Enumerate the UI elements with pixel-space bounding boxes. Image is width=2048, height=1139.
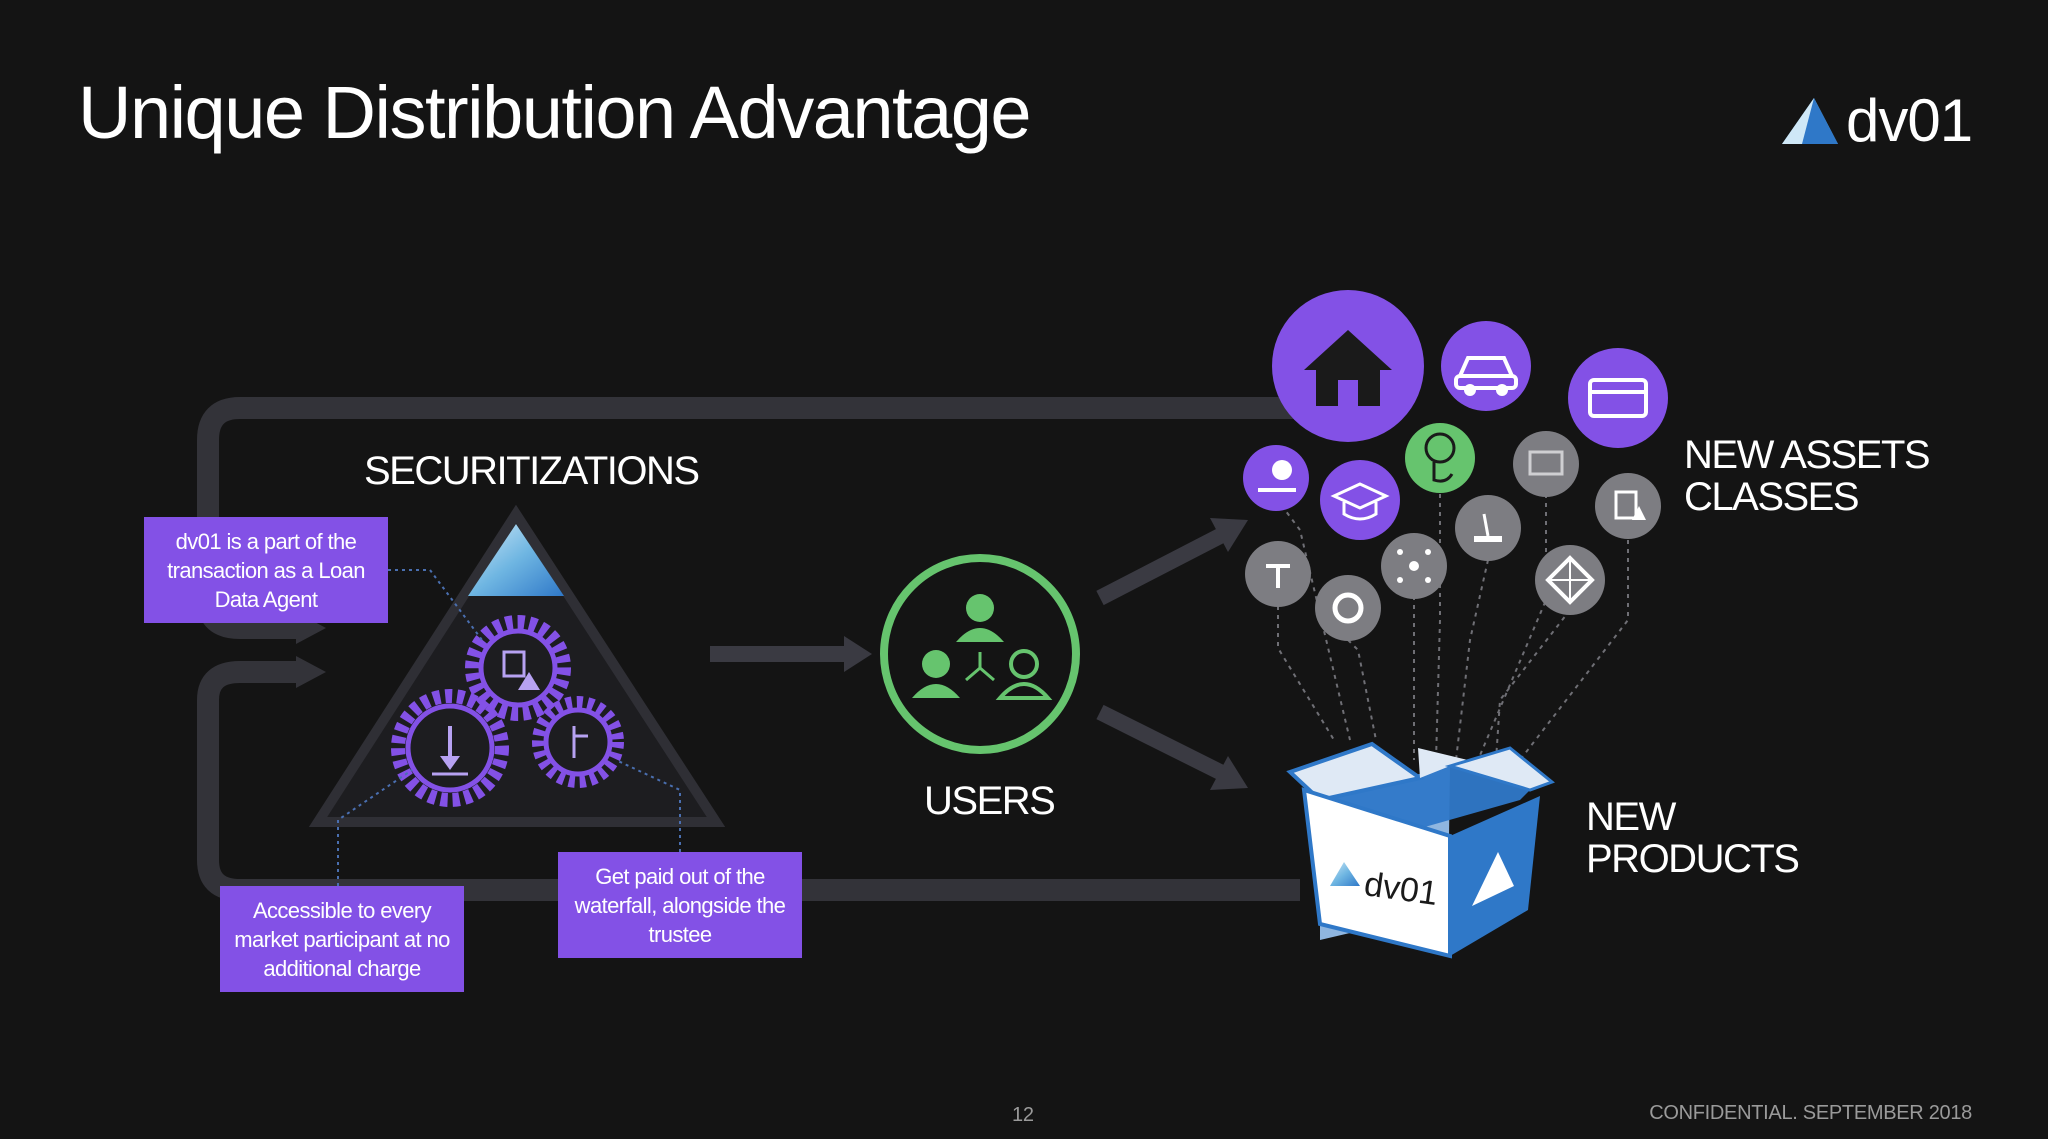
credit-card-icon [1568,348,1668,448]
graduation-cap-icon [1320,460,1400,540]
page-number: 12 [1012,1104,1034,1126]
car-icon [1441,321,1531,411]
network-icon [1381,533,1447,599]
page-title: Unique Distribution Advantage [78,71,1032,154]
arrow-to-products [1210,756,1248,790]
callout-get-paid: Get paid out of the waterfall, alongside… [558,852,802,958]
users-icon [880,554,1080,754]
box-flap-back [1444,746,1556,792]
anchor-icon [1245,541,1311,607]
dollar-hand-icon [1243,445,1309,511]
solar-panel-icon [1513,431,1579,497]
flow-arrows [710,518,1248,790]
loop-arrowhead-lower [296,656,326,688]
brand-logo: dv01 [1780,86,1973,155]
callout-loan-data-agent: dv01 is a part of the transaction as a L… [144,517,388,623]
confidential-note: CONFIDENTIAL. SEPTEMBER 2018 [1649,1102,1972,1124]
callout-connectors [337,569,681,886]
gear-icon-left [391,689,509,807]
asset-connector-lines [1275,494,1629,761]
joystick-icon [1455,495,1521,561]
arrow-to-assets [1210,518,1248,552]
product-box: dv01 [1286,741,1556,959]
dollar-touch-icon [1405,423,1475,493]
triangle-logo-icon [468,524,564,596]
label-new-products: NEW PRODUCTS [1586,795,1800,881]
label-users: USERS [924,779,1056,823]
box-flap-right [1418,748,1476,778]
arrow-to-users [844,636,872,672]
gear-icon-right [532,696,624,788]
label-new-assets-classes: NEW ASSETS CLASSES [1684,433,1931,519]
box-side-logo-icon [1472,852,1514,906]
callout-accessible: Accessible to every market participant a… [220,886,464,992]
dv01-triangle-logo-icon [1782,97,1838,144]
tire-icon [1315,575,1381,641]
receipt-icon [1595,473,1661,539]
diamond-icon [1535,545,1605,615]
label-securitizations: SECURITIZATIONS [364,449,700,493]
box-front-logo-icon [1330,862,1360,886]
gear-icon-top [465,615,571,721]
logo-text: dv01 [1846,87,1973,154]
house-icon [1272,290,1424,442]
